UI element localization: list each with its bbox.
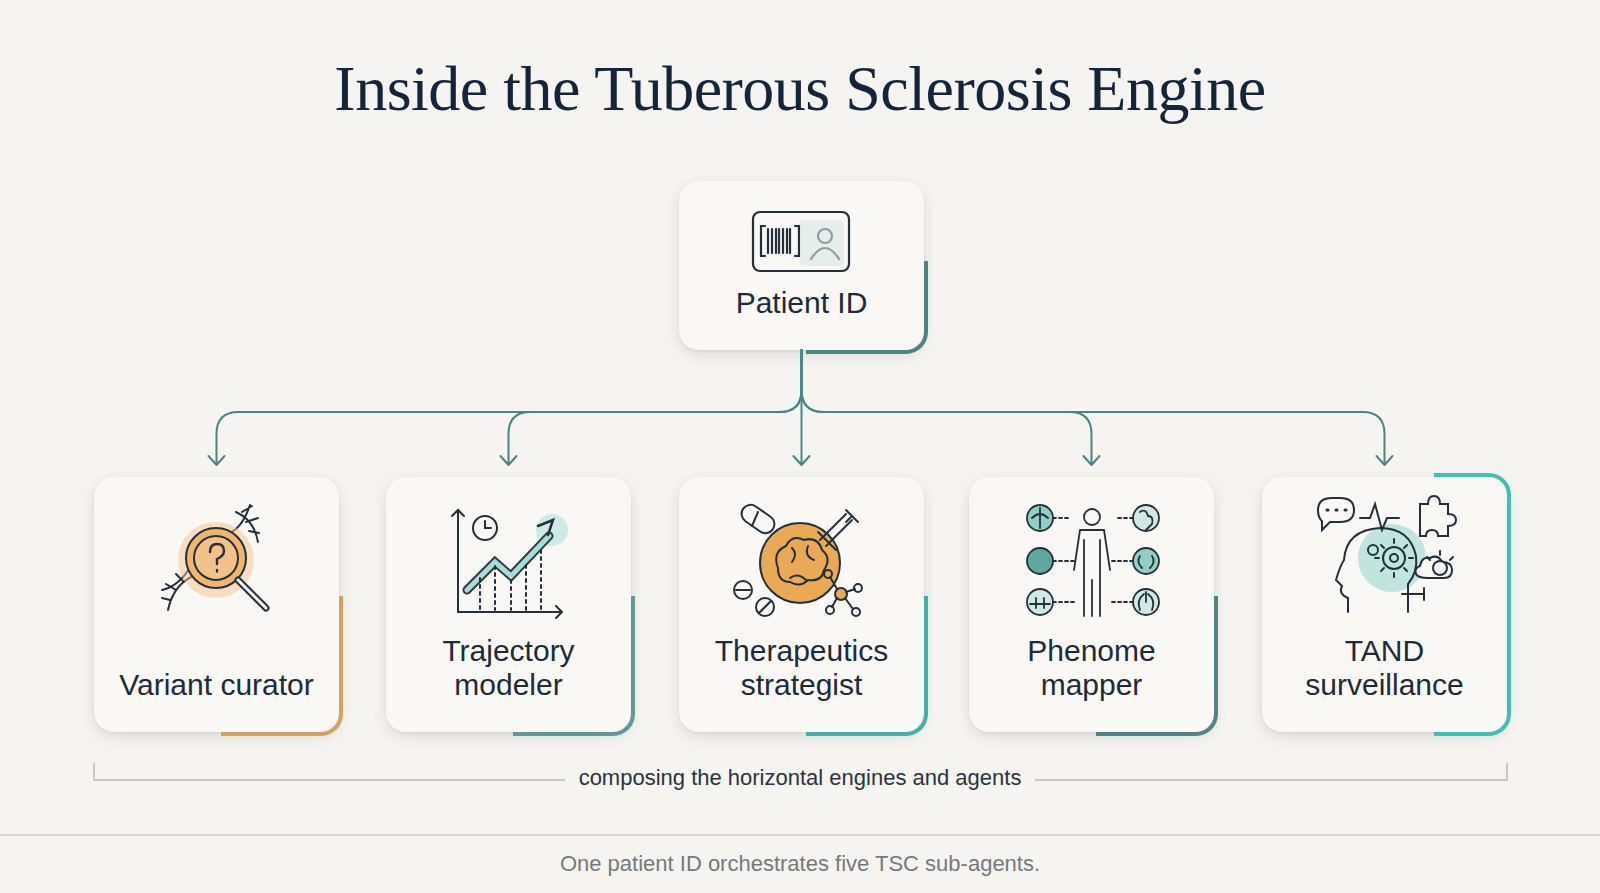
variant-icon <box>162 505 266 610</box>
node-label: TAND surveillance <box>1285 634 1485 702</box>
agent-box: Trajectory modeler <box>386 477 631 732</box>
patient-id-box: Patient ID <box>679 181 924 350</box>
id-card-icon <box>753 212 849 271</box>
agent-box: Phenome mapper <box>969 477 1214 732</box>
phenome-icon <box>1027 505 1159 616</box>
connector-arrow <box>501 350 802 465</box>
bracket-label-row: composing the horizontal engines and age… <box>0 765 1600 791</box>
node-label: Therapeutics strategist <box>702 634 902 702</box>
connector-arrow <box>802 350 1393 465</box>
connector-arrow <box>802 350 1100 465</box>
node-label: Patient ID <box>736 286 868 320</box>
node-label: Phenome mapper <box>992 634 1192 702</box>
agent-box: TAND surveillance <box>1262 477 1507 732</box>
node-label: Variant curator <box>119 668 314 702</box>
diagram-title: Inside the Tuberous Sclerosis Engine <box>0 52 1600 126</box>
bracket-label: composing the horizontal engines and age… <box>565 765 1036 790</box>
tand-icon <box>1318 496 1456 612</box>
corner-accent <box>221 596 344 736</box>
therapeutics-icon <box>734 501 862 616</box>
trajectory-icon <box>452 510 568 618</box>
agent-box: Variant curator <box>94 477 339 732</box>
agent-box: Therapeutics strategist <box>679 477 924 732</box>
diagram-caption: One patient ID orchestrates five TSC sub… <box>0 851 1600 877</box>
connector-arrow <box>209 350 802 465</box>
node-label: Trajectory modeler <box>409 634 609 702</box>
